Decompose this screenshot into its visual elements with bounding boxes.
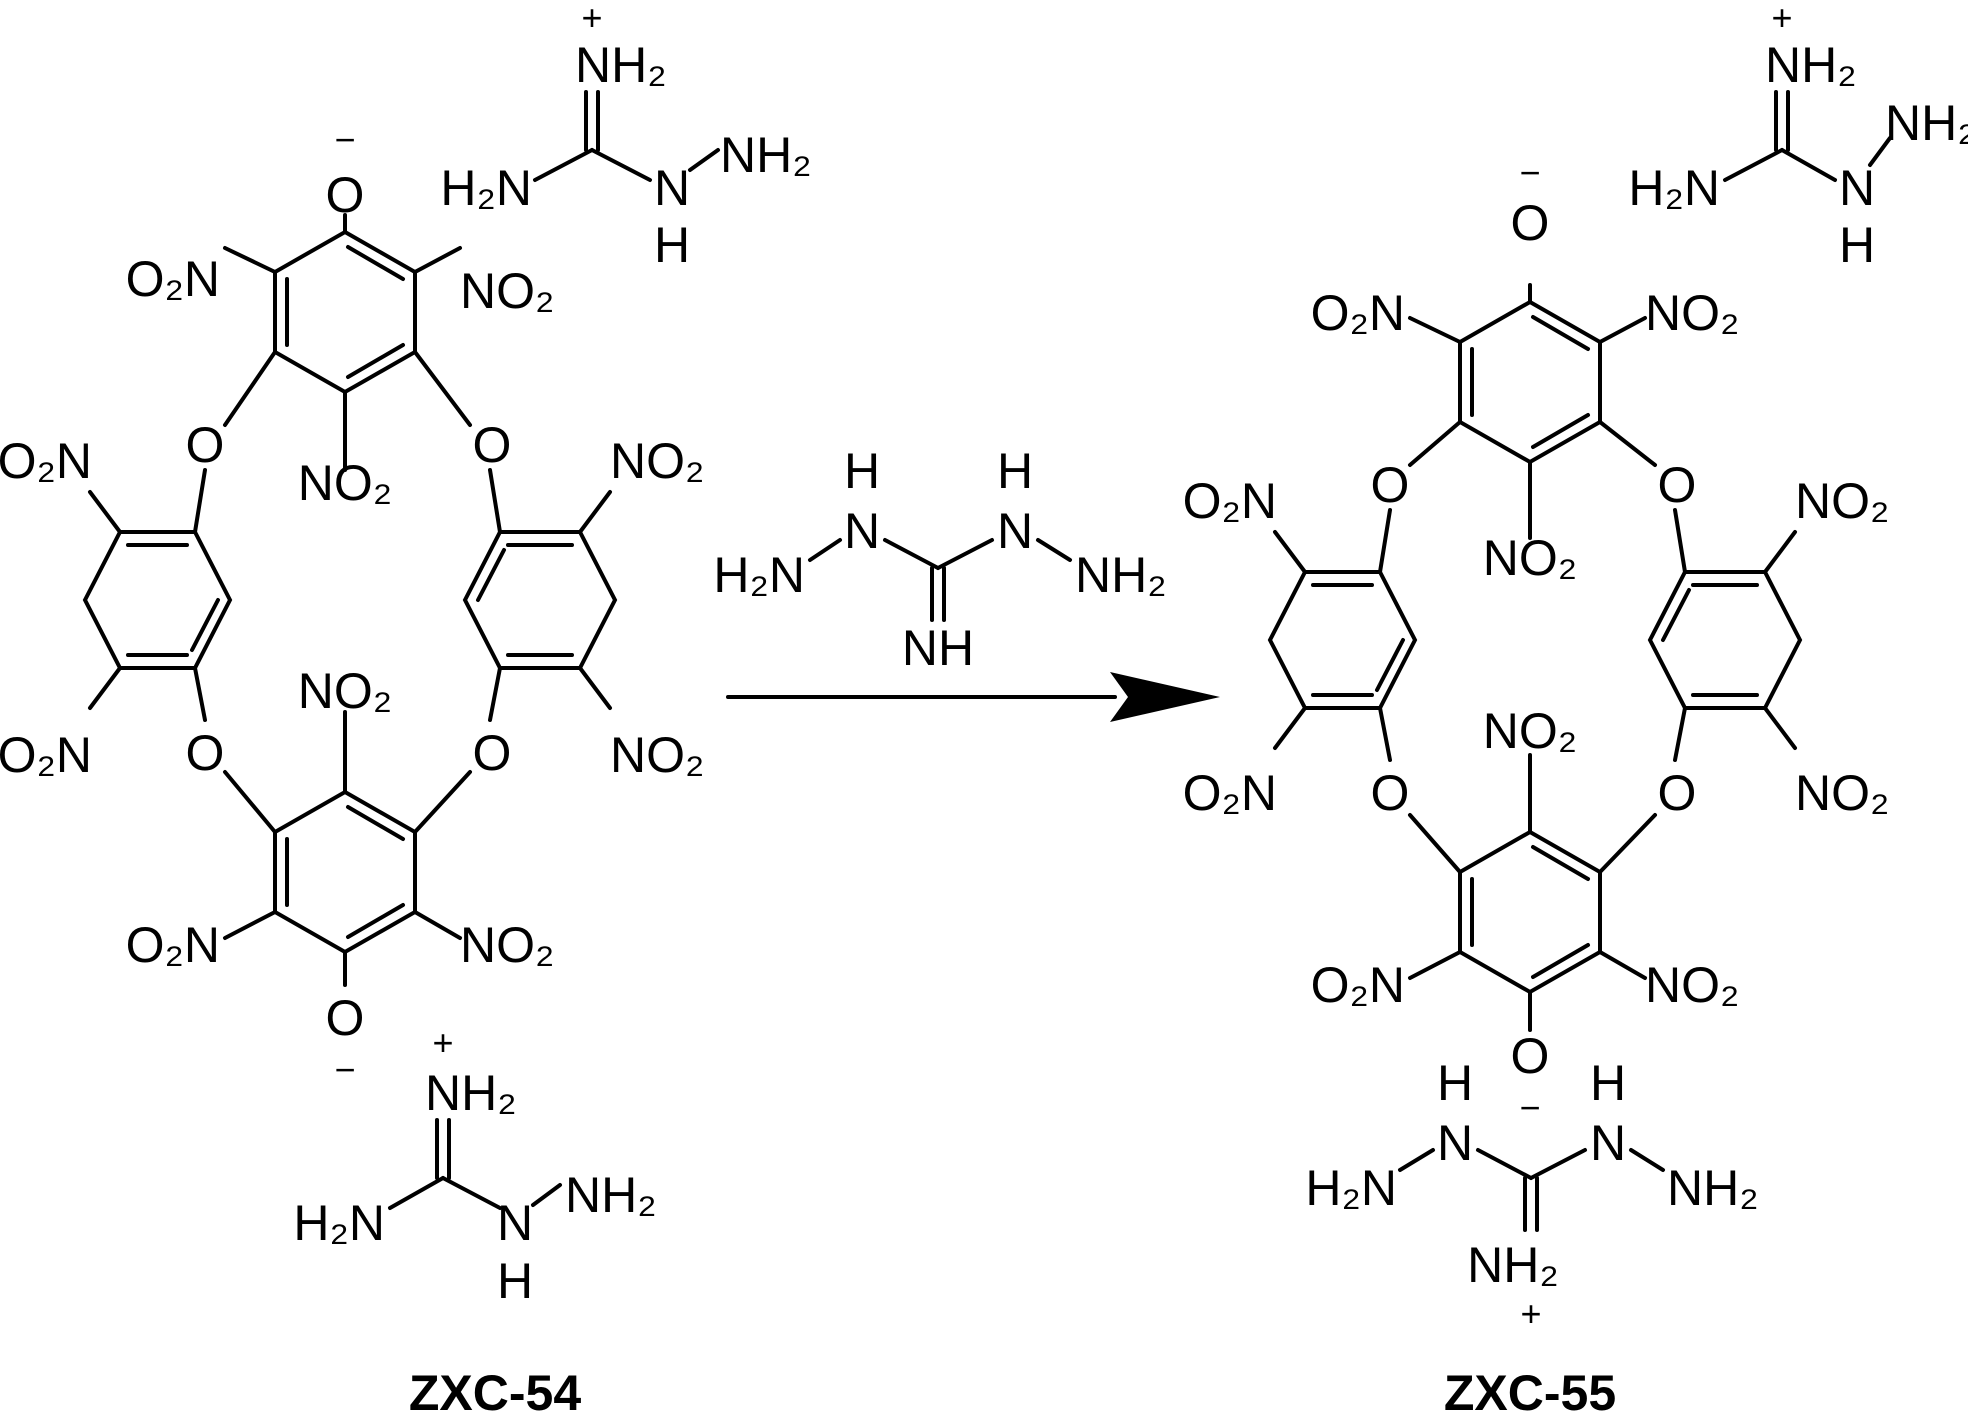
reagent-diaminoguanidine: H N H N H₂N NH₂ NH bbox=[713, 443, 1166, 676]
product-top-ring-o2n-left: O₂N bbox=[1311, 285, 1405, 341]
product-top-ring: O − NO₂ O₂N NO₂ bbox=[1311, 152, 1740, 586]
product-top-ring-no2-bottom: NO₂ bbox=[1483, 530, 1577, 586]
reagent-nh2: NH₂ bbox=[1075, 547, 1167, 603]
product-zxc55: O − NO₂ O₂N NO₂ NO₂ O − NO₂ O₂N bbox=[1183, 0, 1968, 1414]
product-top-oxide-o: O bbox=[1511, 195, 1550, 251]
reaction-arrow-group: H N H N H₂N NH₂ NH bbox=[713, 443, 1220, 722]
cation-top-n: N bbox=[654, 160, 690, 216]
reactant-cation-top: + NH₂ H₂N N H NH₂ bbox=[440, 0, 811, 273]
product-left-ring-o2n-top: O₂N bbox=[1183, 473, 1277, 529]
svg-text:+: + bbox=[1520, 1293, 1541, 1334]
product-cation-bottom-n-right: N bbox=[1590, 1115, 1626, 1171]
product-cation-bottom-h-left: H bbox=[1437, 1055, 1473, 1111]
cation-top-nh2-up: NH₂ bbox=[575, 37, 667, 93]
product-right-ring: NO₂ NO₂ bbox=[1647, 473, 1889, 821]
product-left-ring-o2n-bottom: O₂N bbox=[1183, 765, 1277, 821]
reactant-name: ZXC-54 bbox=[409, 1365, 581, 1414]
left-ring: O₂N O₂N bbox=[0, 433, 233, 783]
product-ether-o-bottom-left: O bbox=[1371, 765, 1410, 821]
top-oxide-charge: − bbox=[334, 119, 355, 160]
bottom-ring-no2-right: NO₂ bbox=[460, 917, 554, 973]
product-cation-bottom-h-right: H bbox=[1590, 1055, 1626, 1111]
top-ring-no2-bottom: NO₂ bbox=[298, 455, 392, 511]
ether-o-top-right: O bbox=[473, 417, 512, 473]
product-cation-top-nh2-up: NH₂ bbox=[1765, 37, 1857, 93]
reactant-cation-bottom: + NH₂ H₂N N H NH₂ bbox=[293, 1022, 656, 1309]
top-oxide-o: O bbox=[326, 167, 365, 223]
product-cation-bottom: H N H N H₂N NH₂ NH₂ + bbox=[1305, 1055, 1758, 1334]
bottom-ring-o2n-left: O₂N bbox=[126, 917, 220, 973]
product-cation-top-nh2: NH₂ bbox=[1885, 95, 1968, 151]
bottom-ring-no2-top: NO₂ bbox=[298, 663, 392, 719]
product-bottom-ring: NO₂ O − NO₂ O₂N bbox=[1311, 703, 1740, 1128]
product-name: ZXC-55 bbox=[1444, 1365, 1616, 1414]
ether-links: O O O O bbox=[186, 350, 512, 834]
reagent-n-right: N bbox=[997, 503, 1033, 559]
product-ether-o-top-left: O bbox=[1371, 457, 1410, 513]
arrow-head bbox=[1110, 672, 1220, 722]
product-cation-top-h2n: H₂N bbox=[1628, 160, 1720, 216]
reagent-h2n: H₂N bbox=[713, 547, 805, 603]
reagent-n-left: N bbox=[844, 503, 880, 559]
cation-bottom-n: N bbox=[497, 1195, 533, 1251]
bottom-oxide-o: O bbox=[326, 990, 365, 1046]
reagent-nh: NH bbox=[902, 620, 974, 676]
product-ether-o-top-right: O bbox=[1658, 457, 1697, 513]
right-ring: NO₂ NO₂ bbox=[462, 433, 704, 783]
ether-o-bottom-left: O bbox=[186, 725, 225, 781]
product-bottom-ring-o2n-left: O₂N bbox=[1311, 957, 1405, 1013]
product-cation-top: + NH₂ H₂N N H NH₂ bbox=[1628, 0, 1968, 273]
product-cation-bottom-n-left: N bbox=[1437, 1115, 1473, 1171]
left-ring-o2n-bottom: O₂N bbox=[0, 727, 92, 783]
reagent-h-left: H bbox=[844, 443, 880, 499]
reagent-h-right: H bbox=[997, 443, 1033, 499]
svg-text:+: + bbox=[581, 0, 602, 38]
left-ring-o2n-top: O₂N bbox=[0, 433, 92, 489]
top-ring-no2-right: NO₂ bbox=[460, 263, 554, 319]
product-bottom-ring-no2-right: NO₂ bbox=[1645, 957, 1739, 1013]
right-ring-no2-bottom: NO₂ bbox=[610, 727, 704, 783]
product-cation-top-n: N bbox=[1839, 160, 1875, 216]
cation-bottom-nh2-up: NH₂ bbox=[425, 1065, 517, 1121]
product-cation-bottom-nh2-down: NH₂ bbox=[1467, 1237, 1559, 1293]
product-cation-bottom-nh2: NH₂ bbox=[1667, 1160, 1759, 1216]
product-cation-top-h: H bbox=[1839, 217, 1875, 273]
reactant-zxc54: O − NO₂ O₂N NO₂ NO₂ O − bbox=[0, 0, 812, 1414]
cation-top-h: H bbox=[654, 217, 690, 273]
ether-o-top-left: O bbox=[186, 417, 225, 473]
cation-bottom-h: H bbox=[497, 1253, 533, 1309]
svg-text:+: + bbox=[1771, 0, 1792, 38]
product-top-oxide-charge: − bbox=[1519, 152, 1540, 193]
cation-top-nh2: NH₂ bbox=[720, 127, 812, 183]
product-ether-links: O O O O bbox=[1371, 420, 1697, 874]
cation-bottom-nh2: NH₂ bbox=[565, 1167, 657, 1223]
right-ring-no2-top: NO₂ bbox=[610, 433, 704, 489]
cation-top-h2n: H₂N bbox=[440, 160, 532, 216]
product-right-ring-no2-bottom: NO₂ bbox=[1795, 765, 1889, 821]
product-right-ring-no2-top: NO₂ bbox=[1795, 473, 1889, 529]
top-ring: O − NO₂ O₂N NO₂ bbox=[126, 119, 555, 511]
product-cation-bottom-h2n: H₂N bbox=[1305, 1160, 1397, 1216]
cation-bottom-h2n: H₂N bbox=[293, 1195, 385, 1251]
product-left-ring: O₂N O₂N bbox=[1183, 473, 1418, 821]
bottom-oxide-charge: − bbox=[334, 1049, 355, 1090]
ether-o-bottom-right: O bbox=[473, 725, 512, 781]
top-ring-o2n-left: O₂N bbox=[126, 251, 220, 307]
product-ether-o-bottom-right: O bbox=[1658, 765, 1697, 821]
product-bottom-oxide-o: O bbox=[1511, 1028, 1550, 1084]
product-bottom-oxide-charge: − bbox=[1519, 1087, 1540, 1128]
product-bottom-ring-no2-top: NO₂ bbox=[1483, 703, 1577, 759]
product-top-ring-no2-right: NO₂ bbox=[1645, 285, 1739, 341]
svg-text:+: + bbox=[432, 1022, 453, 1063]
